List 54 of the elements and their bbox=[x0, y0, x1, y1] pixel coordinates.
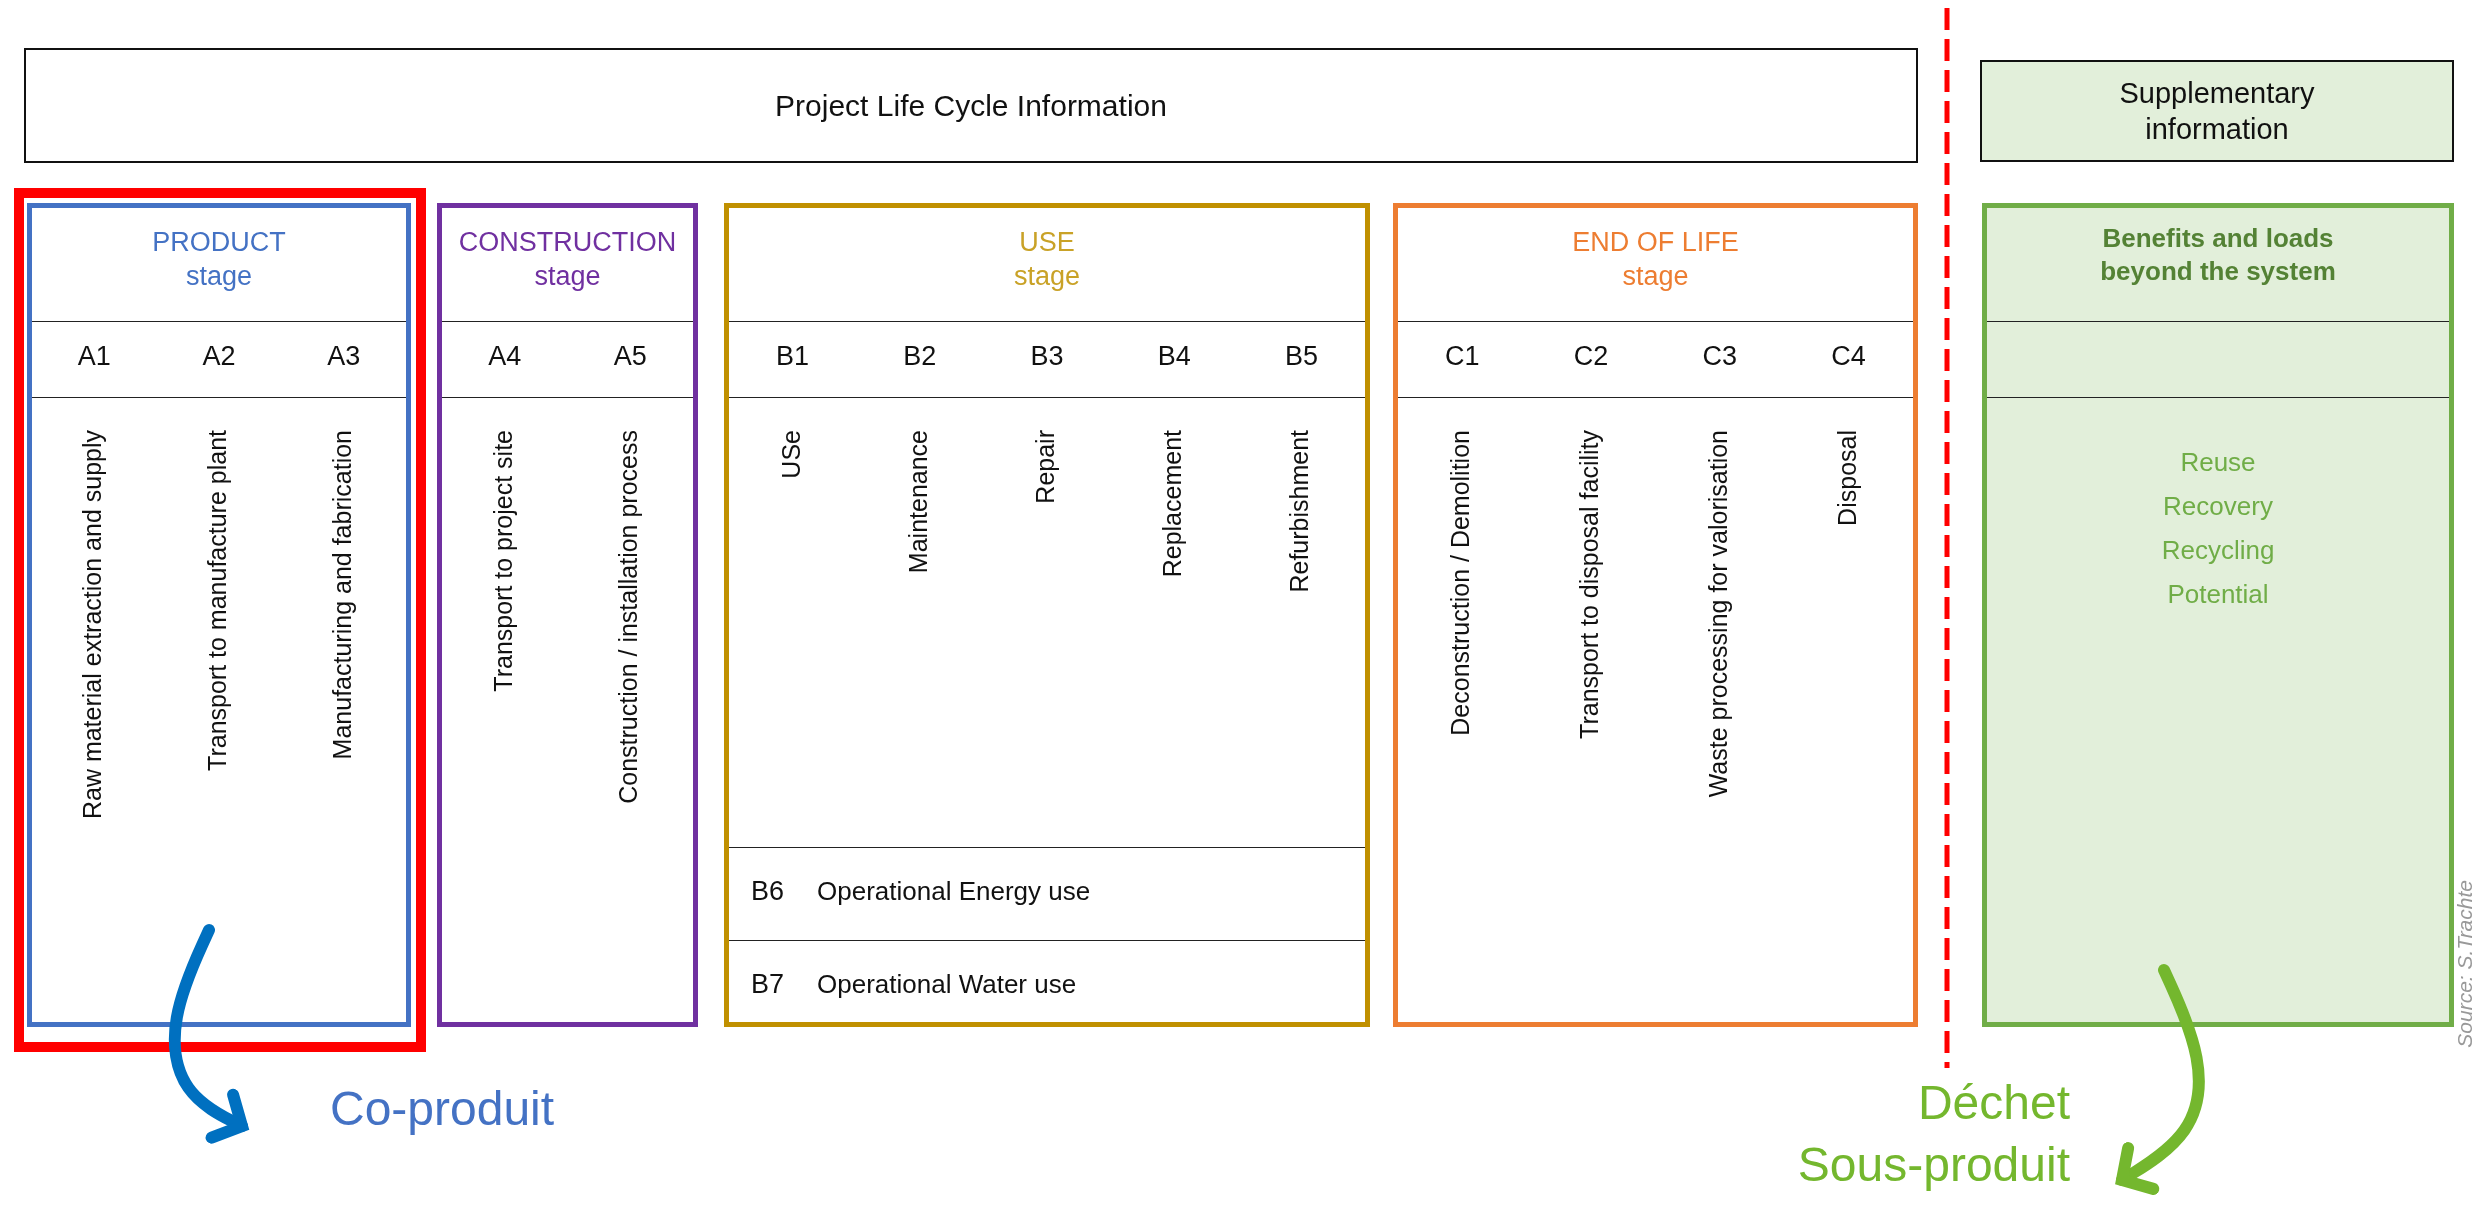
list-item: Potential bbox=[2166, 578, 2270, 611]
module-description: Refurbishment bbox=[1287, 430, 1313, 593]
source-note: Source: S.Trachte bbox=[2452, 880, 2477, 1048]
module-description: Operational Water use bbox=[817, 968, 1077, 1001]
module-description: Disposal bbox=[1834, 430, 1860, 526]
list-item: Reuse bbox=[2179, 446, 2257, 479]
module-code: C1 bbox=[1444, 340, 1481, 373]
use-stage-box bbox=[724, 203, 1370, 1027]
stage-heading: USE stage bbox=[1012, 226, 1082, 293]
module-description: Operational Energy use bbox=[817, 875, 1091, 908]
construction-stage-box bbox=[437, 203, 698, 1027]
module-description: USe bbox=[778, 430, 804, 479]
module-code: B6 bbox=[751, 875, 785, 908]
module-code: A5 bbox=[612, 340, 648, 373]
module-description: Deconstruction / Demolition bbox=[1448, 430, 1474, 736]
list-item: Recycling bbox=[2160, 534, 2276, 567]
module-code: C4 bbox=[1830, 340, 1867, 373]
module-code: B1 bbox=[775, 340, 811, 373]
module-code: B5 bbox=[1283, 340, 1319, 373]
module-description: Raw material extraction and supply bbox=[80, 430, 106, 820]
stage-heading: CONSTRUCTION stage bbox=[457, 226, 678, 293]
module-description: Transport to project site bbox=[490, 430, 516, 692]
module-code: C3 bbox=[1701, 340, 1739, 373]
module-description: Maintenance bbox=[905, 430, 931, 574]
module-code: B2 bbox=[902, 340, 938, 373]
heading-text: Supplementary information bbox=[2118, 75, 2316, 147]
module-description: Waste processing for valorisation bbox=[1705, 430, 1731, 798]
module-code: A1 bbox=[76, 340, 112, 373]
module-description: Repair bbox=[1033, 430, 1058, 504]
module-code: C2 bbox=[1572, 340, 1610, 373]
heading-text: Project Life Cycle Information bbox=[774, 87, 1168, 124]
stage-heading: Benefits and loads beyond the system bbox=[2099, 222, 2337, 287]
outcome-label: Déchet Sous-produit bbox=[1796, 1075, 2070, 1194]
curved-arrow bbox=[168, 924, 248, 1144]
module-description: Replacement bbox=[1160, 430, 1186, 578]
module-description: Transport to disposal facility bbox=[1577, 430, 1603, 739]
supplementary-stage-box bbox=[1982, 203, 2454, 1027]
title-box bbox=[24, 48, 1918, 163]
module-code: A3 bbox=[326, 340, 362, 373]
end-of-life-stage-box bbox=[1393, 203, 1918, 1027]
module-description: Transport to manufacture plant bbox=[205, 430, 230, 771]
list-item: Recovery bbox=[2162, 490, 2274, 523]
curved-arrow bbox=[2116, 964, 2205, 1195]
stage-heading: END OF LIFE stage bbox=[1571, 226, 1740, 293]
module-code: B4 bbox=[1156, 340, 1192, 373]
outcome-label: Co-produit bbox=[330, 1081, 555, 1137]
supplementary-heading-box bbox=[1980, 60, 2454, 162]
stage-heading: PRODUCT stage bbox=[151, 226, 287, 293]
module-code: A2 bbox=[201, 340, 237, 373]
module-code: A4 bbox=[487, 340, 523, 373]
module-description: Construction / installation process bbox=[616, 430, 642, 804]
module-code: B7 bbox=[751, 968, 785, 1001]
module-code: B3 bbox=[1029, 340, 1065, 373]
module-description: Manufacturing and fabrication bbox=[329, 430, 355, 760]
